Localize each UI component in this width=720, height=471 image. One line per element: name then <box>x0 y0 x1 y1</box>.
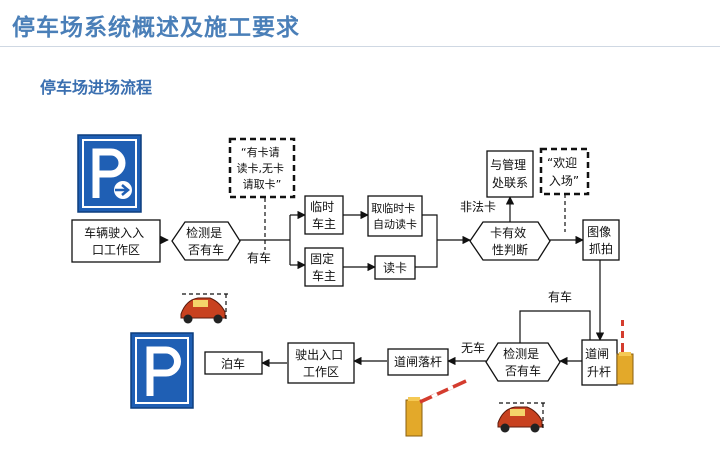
detect-vehicle-label: 检测是 否有车 <box>186 225 226 257</box>
exit-zone-label: 驶出入口 工作区 <box>295 347 347 379</box>
valid-card-label: 卡有效 性判断 <box>490 225 530 257</box>
temp-owner-box: 临时 车主 <box>304 195 344 235</box>
has-car-label-2: 有车 <box>548 289 572 304</box>
slide-title: 停车场系统概述及施工要求 <box>12 15 300 41</box>
take-temp-card-label: 取临时卡 自动读卡 <box>371 201 419 231</box>
barrier-gate-icon <box>616 320 634 385</box>
parking-entrance-sign-icon <box>77 134 142 213</box>
flow-connectors <box>160 194 605 368</box>
gate-lower-box: 道闸落杆 <box>387 348 449 376</box>
prompt-card-box: “有卡请 读卡,无卡 请取卡” <box>228 137 296 199</box>
temp-owner-label: 临时 车主 <box>310 200 338 231</box>
barrier-gate-lowered-icon <box>405 379 467 437</box>
welcome-label: “欢迎 入场” <box>547 155 581 188</box>
connector-merge <box>415 214 438 268</box>
has-car-label: 有车 <box>247 250 271 265</box>
image-capture-box: 图像 抓拍 <box>582 219 620 261</box>
valid-card-decision: 卡有效 性判断 <box>469 221 551 261</box>
contact-admin-box: 与管理 处联系 <box>486 150 534 198</box>
welcome-box: “欢迎 入场” <box>539 147 590 196</box>
gate-raise-box: 道闸 升杆 <box>581 339 618 386</box>
take-temp-card-box: 取临时卡 自动读卡 <box>367 195 423 237</box>
image-capture-label: 图像 抓拍 <box>587 225 615 256</box>
gate-raise-label: 道闸 升杆 <box>585 347 613 379</box>
detect-vehicle-decision-2: 检测是 否有车 <box>485 342 561 382</box>
gate-lower-label: 道闸落杆 <box>394 355 442 369</box>
detect-vehicle-label-2: 检测是 否有车 <box>503 346 543 378</box>
section-subtitle: 停车场进场流程 <box>40 78 153 97</box>
no-car-label: 无车 <box>461 340 485 355</box>
prompt-card-label: “有卡请 读卡,无卡 请取卡” <box>237 145 288 191</box>
detect-vehicle-decision: 检测是 否有车 <box>171 221 241 261</box>
fixed-owner-label: 固定 车主 <box>310 251 338 283</box>
park-label: 泊车 <box>221 356 245 371</box>
connector-hascar-loop <box>519 310 591 343</box>
entry-zone-box: 车辆驶入入 口工作区 <box>71 219 161 263</box>
park-box: 泊车 <box>204 351 263 375</box>
read-card-box: 读卡 <box>374 255 416 280</box>
car-icon-2 <box>497 402 545 433</box>
exit-zone-box: 驶出入口 工作区 <box>287 342 355 384</box>
contact-admin-label: 与管理 处联系 <box>490 157 530 190</box>
car-icon <box>180 293 228 324</box>
title-divider <box>0 46 720 47</box>
entry-zone-label: 车辆驶入入 口工作区 <box>84 225 148 257</box>
invalid-card-label: 非法卡 <box>460 200 496 214</box>
read-card-label: 读卡 <box>383 261 407 275</box>
fixed-owner-box: 固定 车主 <box>304 247 344 287</box>
parking-sign-icon <box>130 332 194 409</box>
